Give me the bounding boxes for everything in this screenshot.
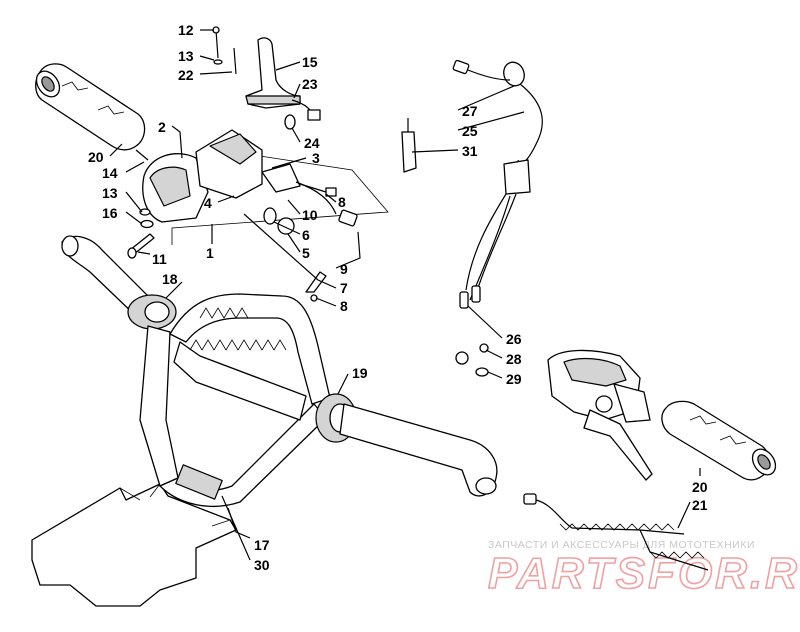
callout-15: 15 [302,54,318,70]
callout-16: 16 [102,205,118,221]
callout-19: 19 [352,365,368,381]
callout-12: 12 [178,22,194,38]
callout-6: 6 [302,227,310,243]
callout-7: 7 [340,280,348,296]
callout-8: 8 [340,298,348,314]
callout-5: 5 [302,245,310,261]
callout-22: 22 [178,67,194,83]
callout-30: 30 [254,557,270,573]
callout-17: 17 [254,537,270,553]
leader-lines [109,29,701,561]
callout-20: 20 [692,479,708,495]
callout-13: 13 [178,48,194,64]
callout-1: 1 [206,245,214,261]
right-grip [661,400,777,481]
handlebar [61,235,498,508]
callout-14: 14 [102,165,118,181]
watermark: ЗАПЧАСТИ И АКСЕССУАРЫ ДЛЯ МОТОТЕХНИКИ PA… [487,539,800,599]
brake-master-cylinder [547,349,653,481]
callout-labels: 12 13 22 15 23 24 2 3 20 14 13 16 4 1 8 … [88,22,708,573]
callout-28: 28 [506,351,522,367]
callout-10: 10 [302,207,318,223]
throttle-housing [127,129,389,302]
watermark-brand: PARTSFOR.RU [488,549,800,598]
callout-23: 23 [302,76,318,92]
callout-29: 29 [506,371,522,387]
grip-heater-wire [523,493,709,571]
callout-20: 20 [88,149,104,165]
callout-4: 4 [204,195,212,211]
callout-8: 8 [338,194,346,210]
handlebar-pad [31,483,237,607]
callout-13: 13 [102,185,118,201]
callout-3: 3 [312,150,320,166]
callout-21: 21 [692,497,708,513]
throttle-lever [212,26,321,130]
callout-2: 2 [158,119,166,135]
left-grip [35,63,146,151]
watermark-caption: ЗАПЧАСТИ И АКСЕССУАРЫ ДЛЯ МОТОТЕХНИКИ [488,539,755,551]
switch-harness [401,59,543,377]
callout-24: 24 [304,135,320,151]
callout-18: 18 [162,271,178,287]
callout-26: 26 [506,331,522,347]
callout-31: 31 [462,143,478,159]
callout-27: 27 [462,103,478,119]
callout-25: 25 [462,123,478,139]
callout-9: 9 [340,261,348,277]
callout-11: 11 [152,251,167,267]
